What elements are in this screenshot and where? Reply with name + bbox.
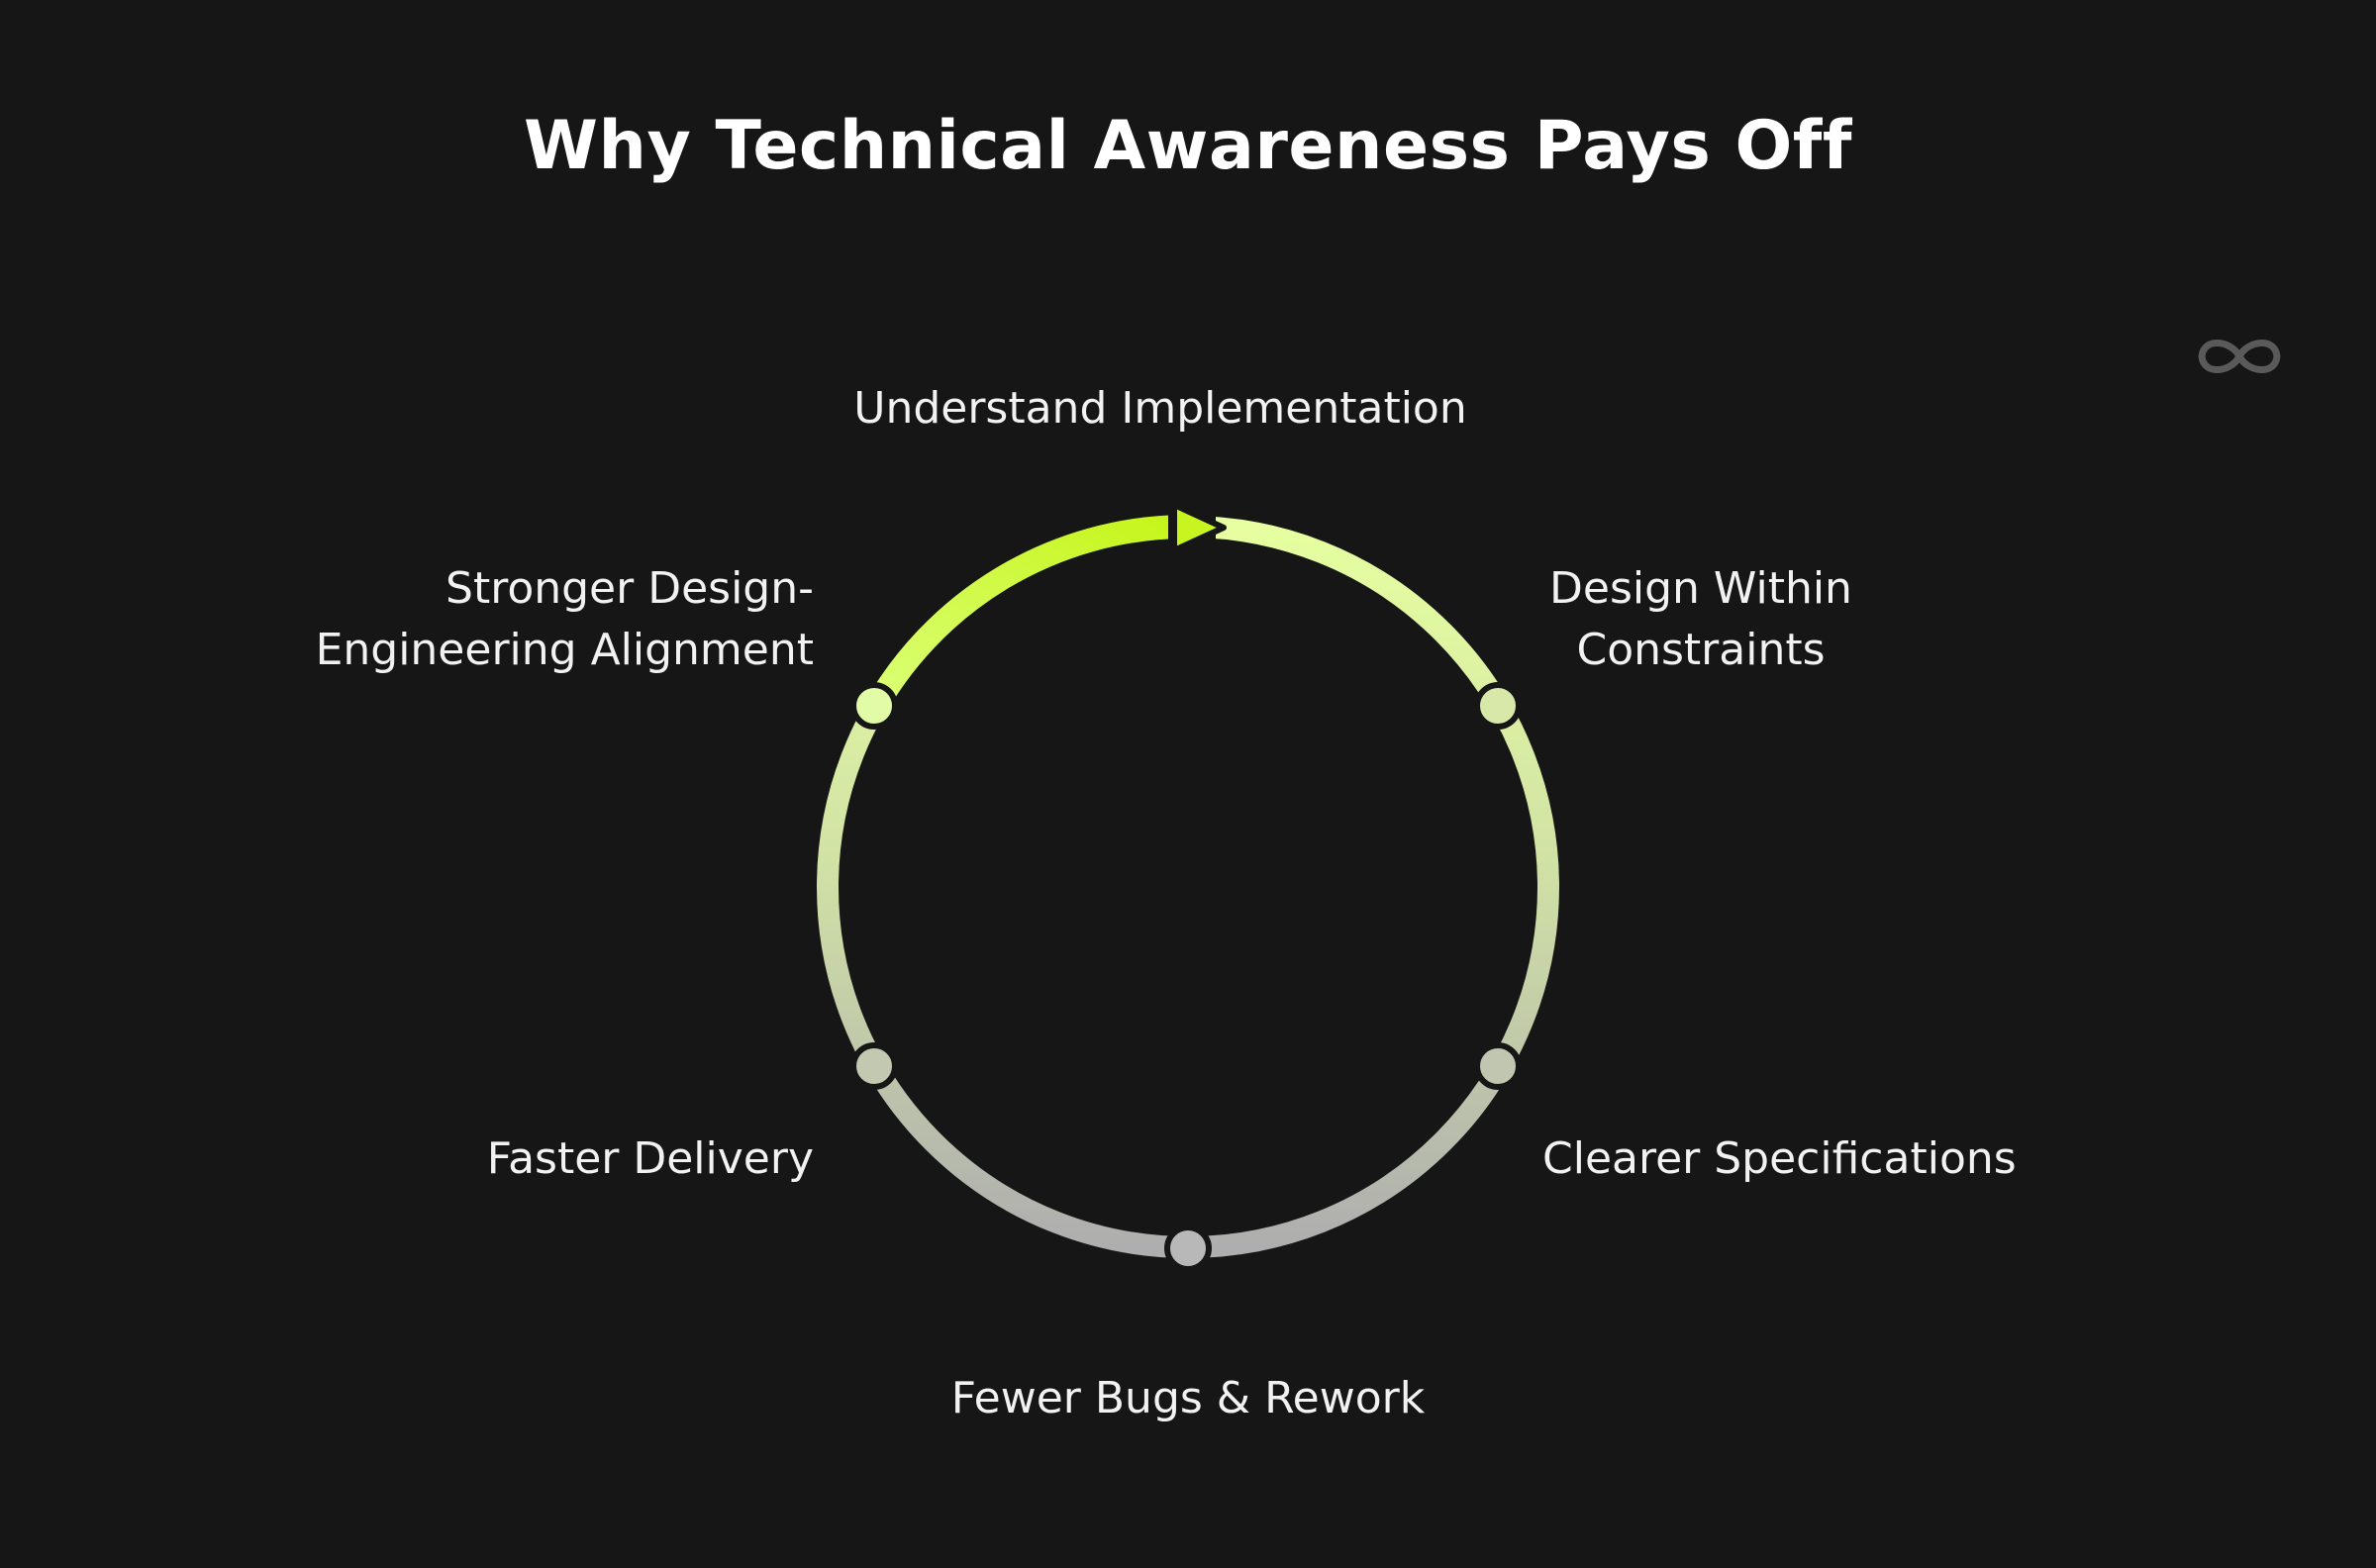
- play-arrow-icon: [1171, 502, 1227, 553]
- step-label-fewer-bugs-rework: Fewer Bugs & Rework: [950, 1373, 1426, 1423]
- cycle-node: [850, 1042, 898, 1090]
- step-label-clearer-specifications: Clearer Specifications: [1542, 1133, 2017, 1184]
- infinity-icon: [2198, 340, 2281, 373]
- cycle-accent-arc: [860, 515, 1185, 721]
- cycle-node: [850, 682, 898, 730]
- cycle-node: [1474, 682, 1522, 730]
- step-label-design-engineering-alignment: Stronger Design- Engineering Alignment: [315, 563, 814, 675]
- step-label-design-within-constraints: Design Within Constraints: [1549, 563, 1852, 675]
- cycle-node: [1164, 1225, 1212, 1272]
- cycle-node: [1474, 1042, 1522, 1090]
- diagram-title: Why Technical Awareness Pays Off: [524, 107, 1852, 185]
- step-label-understand-implementation: Understand Implementation: [853, 383, 1467, 434]
- step-label-faster-delivery: Faster Delivery: [486, 1133, 814, 1184]
